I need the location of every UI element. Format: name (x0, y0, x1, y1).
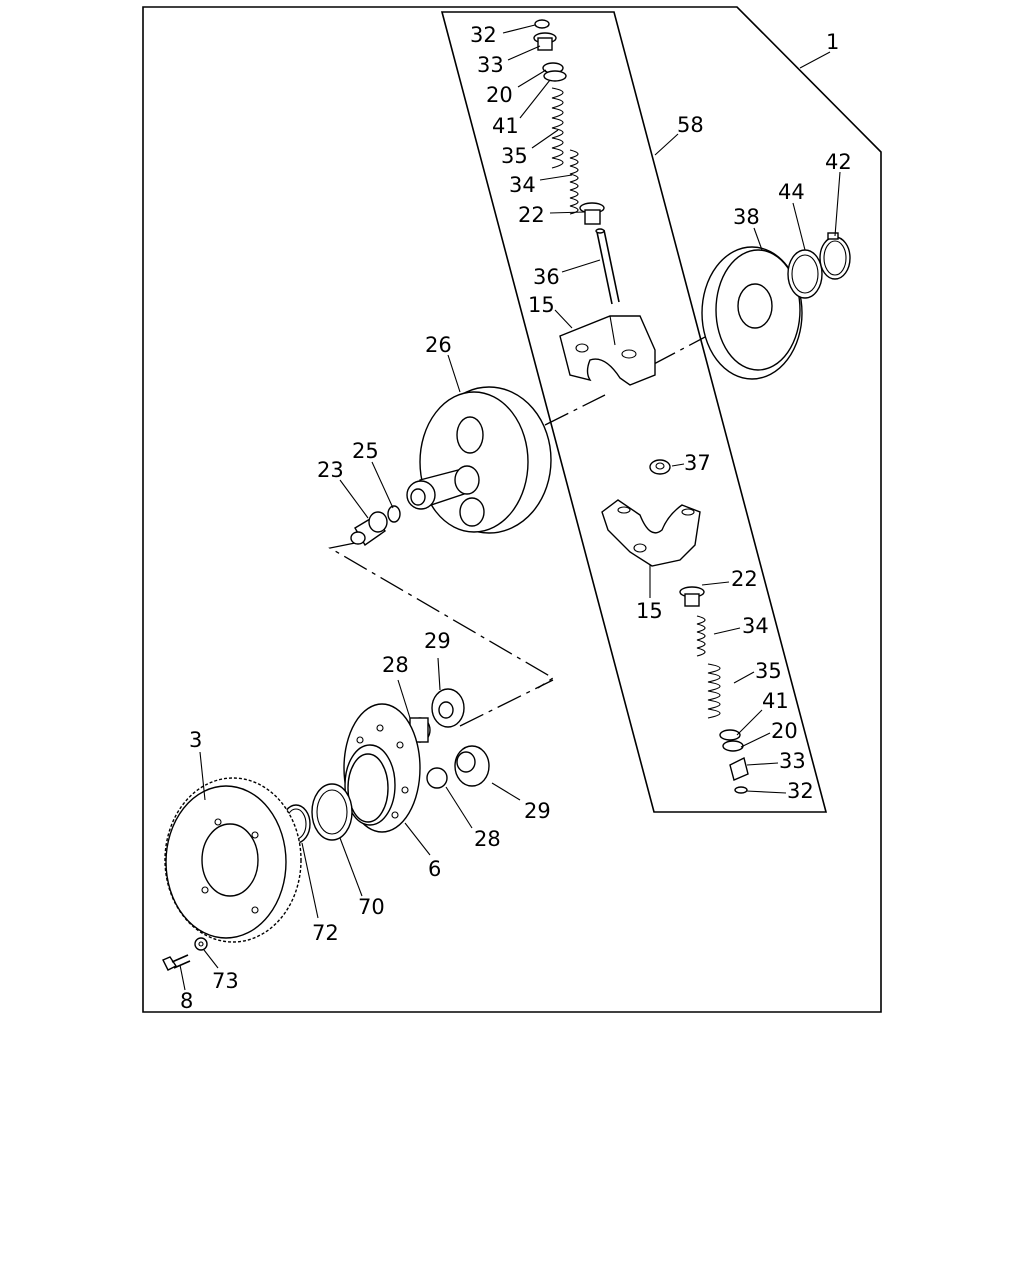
hub-flange (343, 703, 421, 833)
callout-72: 72 (312, 921, 339, 945)
callout-32-lower: 32 (787, 779, 814, 803)
callout-70: 70 (358, 895, 385, 919)
callout-labels: 1 58 42 44 38 32 33 20 41 35 34 22 36 15… (180, 23, 852, 1013)
callout-36: 36 (533, 265, 560, 289)
callout-20-upper: 20 (486, 83, 513, 107)
callout-73: 73 (212, 969, 239, 993)
washer (194, 937, 208, 951)
callout-33-upper: 33 (477, 53, 504, 77)
callout-28-upper: 28 (382, 653, 409, 677)
lower-spring-stack (679, 586, 749, 794)
disc-plate (701, 246, 803, 380)
callout-3: 3 (189, 728, 202, 752)
bolt (162, 954, 191, 971)
callout-33-lower: 33 (779, 749, 806, 773)
weight-drum (406, 386, 552, 534)
callout-23: 23 (317, 458, 344, 482)
callout-6: 6 (428, 857, 441, 881)
callout-32-upper: 32 (470, 23, 497, 47)
callout-58: 58 (677, 113, 704, 137)
bearing-lower (426, 745, 490, 789)
callout-25: 25 (352, 439, 379, 463)
callout-37: 37 (684, 451, 711, 475)
outer-frame (142, 6, 882, 1013)
callout-1: 1 (826, 30, 839, 54)
callout-29-upper: 29 (424, 629, 451, 653)
circlip (819, 232, 851, 280)
bearing-upper (409, 688, 465, 743)
callout-35-upper: 35 (501, 144, 528, 168)
thrust-ring (311, 783, 353, 841)
callout-35-lower: 35 (755, 659, 782, 683)
lower-bracket (601, 499, 701, 567)
snap-ring (787, 249, 823, 299)
callout-34-lower: 34 (742, 614, 769, 638)
leader-lines (179, 24, 841, 991)
small-ring (387, 505, 401, 523)
callout-41-upper: 41 (492, 114, 519, 138)
callout-42: 42 (825, 150, 852, 174)
callout-26: 26 (425, 333, 452, 357)
upper-bracket (559, 315, 656, 386)
callout-34-upper: 34 (509, 173, 536, 197)
drive-gear (164, 777, 302, 943)
subassembly-frame (440, 11, 828, 813)
callout-29-lower: 29 (524, 799, 551, 823)
callout-44: 44 (778, 180, 805, 204)
callout-28-lower: 28 (474, 827, 501, 851)
callout-41-lower: 41 (762, 689, 789, 713)
callout-22-lower: 22 (731, 567, 758, 591)
sleeve-pin (350, 511, 388, 547)
callout-15-lower: 15 (636, 599, 663, 623)
callout-22-upper: 22 (518, 203, 545, 227)
callout-20-lower: 20 (771, 719, 798, 743)
callout-8: 8 (180, 989, 193, 1013)
callout-15-upper: 15 (528, 293, 555, 317)
upper-spring-stack (533, 19, 620, 305)
nut (649, 459, 671, 475)
callout-38: 38 (733, 205, 760, 229)
